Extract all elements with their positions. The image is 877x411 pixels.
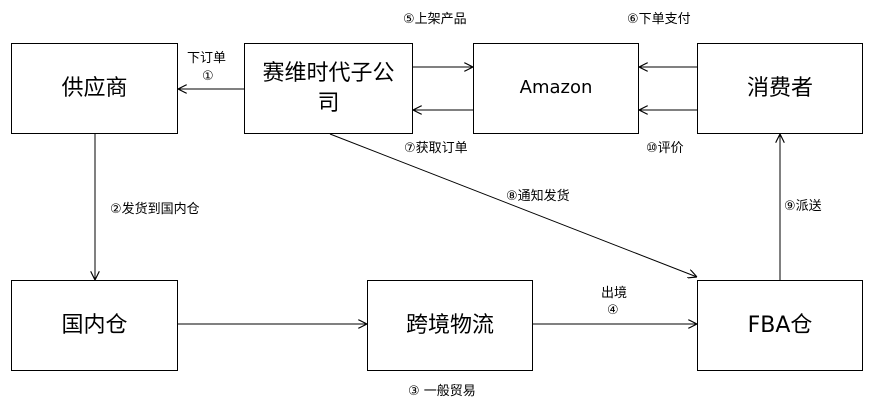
edge-label-place-order-pay: ⑥下单支付	[627, 12, 691, 27]
cross-border-logistics-box: 跨境物流	[367, 280, 533, 371]
fba-warehouse-box: FBA仓	[697, 280, 863, 371]
subsidiary-box: 赛维时代子公司	[244, 43, 413, 134]
arrow-subsidiary-to-fba	[329, 133, 697, 277]
edge-label-exit-text: 出境	[601, 286, 628, 301]
consumer-label: 消费者	[746, 75, 813, 101]
edge-label-deliver: ⑨派送	[784, 199, 822, 214]
cross-border-logistics-label: 跨境物流	[405, 312, 494, 338]
subsidiary-label: 赛维时代子公司	[262, 60, 395, 116]
edge-label-general-trade: ③ 一般贸易	[408, 384, 476, 399]
domestic-warehouse-label: 国内仓	[61, 312, 128, 338]
edge-label-get-order: ⑦获取订单	[404, 141, 468, 156]
edge-label-list-products: ⑤上架产品	[403, 12, 467, 27]
domestic-warehouse-box: 国内仓	[11, 280, 178, 371]
edge-label-notify-ship: ⑧通知发货	[506, 189, 570, 204]
edge-label-ship-domestic: ②发货到国内仓	[110, 202, 200, 217]
amazon-box: Amazon	[473, 43, 639, 134]
edge-label-review: ⑩评价	[646, 141, 684, 156]
consumer-box: 消费者	[697, 43, 863, 134]
edge-label-exit-num: ④	[607, 303, 619, 318]
fba-warehouse-label: FBA仓	[747, 312, 813, 338]
amazon-label: Amazon	[519, 77, 593, 99]
edge-label-order-num: ①	[202, 69, 214, 84]
supplier-box: 供应商	[11, 43, 178, 134]
supplier-label: 供应商	[61, 75, 128, 101]
edge-label-order-text: 下订单	[187, 51, 227, 66]
